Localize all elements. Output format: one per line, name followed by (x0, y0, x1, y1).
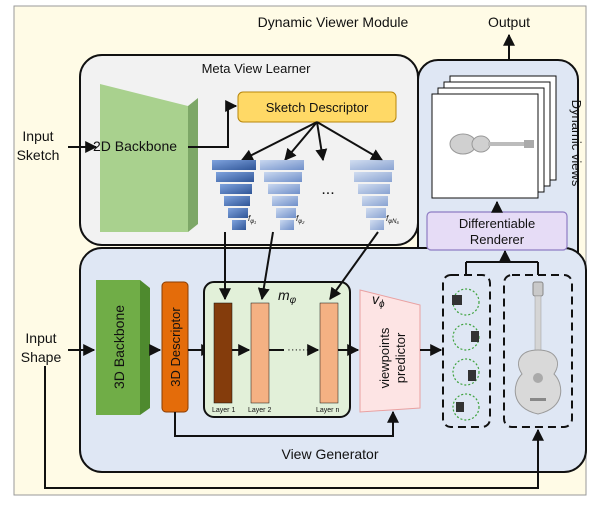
heads-ellipsis: ... (321, 181, 334, 198)
predictor-label-line1: viewpoints (377, 327, 392, 388)
v-phi-label: vϕ (372, 291, 385, 310)
backbone-2d-label: 2D Backbone (93, 138, 177, 154)
meta-view-learner-title: Meta View Learner (202, 61, 312, 76)
descriptor-to-ellipsis-arrow (315, 121, 328, 162)
layer-2-bar (250, 302, 270, 404)
backbone-to-descriptor-arrow (188, 100, 238, 148)
camera-views (452, 288, 480, 421)
renderer-line1: Differentiable (459, 216, 535, 231)
predictor-label-line2: predictor (393, 332, 408, 383)
viewpoints-predictor-box (359, 289, 421, 413)
head-2 (260, 160, 304, 230)
input-sketch-line1: Input (22, 128, 53, 144)
head-n-label: fφN₆ (386, 214, 399, 225)
descriptor-to-head2-arrow (284, 121, 318, 161)
layer-n-label: Layer n (316, 407, 339, 414)
layer-1-label: Layer 1 (212, 407, 235, 414)
backbone-2d-block (100, 84, 188, 232)
backbone-2d-side (188, 98, 198, 232)
head2-to-layer2-arrow (257, 231, 274, 301)
head-1 (212, 160, 256, 230)
head-1-label: fφ₁ (248, 214, 256, 225)
backbone-3d-side (140, 280, 150, 415)
layer-n-bar (319, 302, 339, 404)
descriptor-to-head1-arrow (240, 121, 318, 161)
output-label: Output (488, 14, 530, 30)
descriptor-to-headN-arrow (316, 121, 384, 161)
head-2-label: fφ₂ (296, 214, 305, 225)
shape-to-guitar-arrow (44, 366, 544, 489)
layer-1-bar (213, 302, 233, 404)
headn-to-layern-arrow (329, 231, 379, 300)
layer-dots: ······· (287, 344, 313, 356)
input-shape-line1: Input (25, 330, 56, 346)
guitar-3d-icon (514, 281, 562, 415)
layer-2-label: Layer 2 (248, 407, 271, 414)
backbone-3d-block (96, 280, 140, 415)
module-title: Dynamic Viewer Module (258, 14, 409, 30)
backbone-3d-label: 3D Backbone (111, 305, 127, 389)
renderer-line2: Renderer (470, 232, 525, 247)
m-phi-label: mφ (278, 287, 297, 306)
input-shape-line2: Shape (21, 349, 62, 365)
head-n (350, 160, 394, 230)
dynamic-views-label: Dynamic views (569, 100, 584, 187)
descriptor-to-predictor-arrow (174, 410, 399, 437)
descriptor-3d-label: 3D Descriptor (168, 307, 183, 387)
sketch-descriptor-label: Sketch Descriptor (266, 100, 369, 115)
input-sketch-line2: Sketch (17, 147, 60, 163)
view-generator-title: View Generator (281, 446, 378, 462)
rendered-views-stack (431, 75, 557, 199)
